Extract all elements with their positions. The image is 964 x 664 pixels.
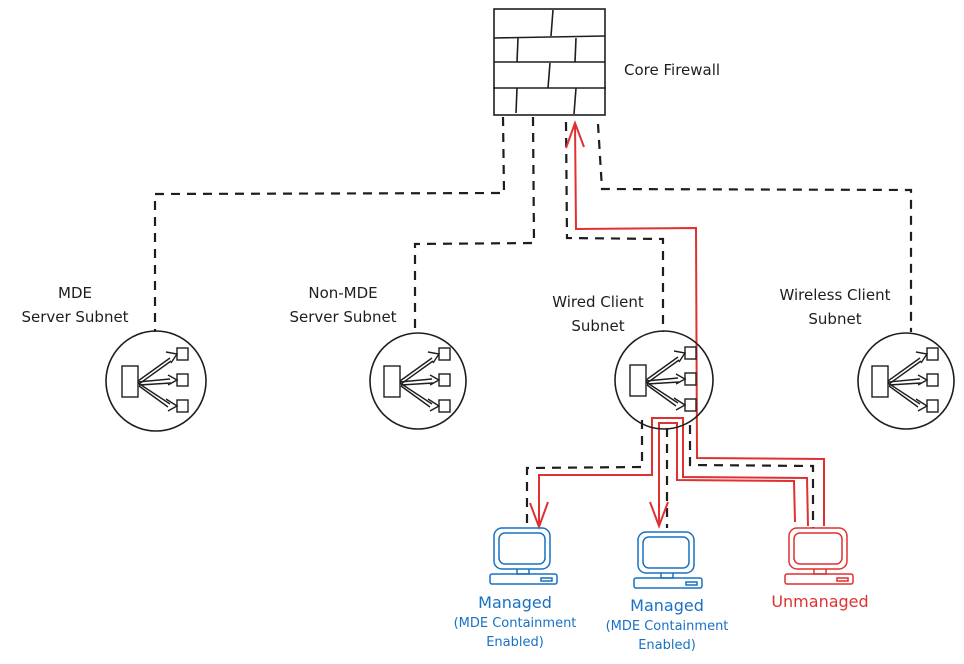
subnet-label-line: Wireless Client [779, 286, 891, 304]
subnet-label-non-mde-server: Non-MDE Server Subnet [270, 281, 416, 329]
red-path-unmanaged-to-managed-2 [658, 422, 796, 525]
subnet-label-line: Server Subnet [21, 308, 129, 326]
subnet-label-line: Non-MDE [308, 284, 378, 302]
device-label-managed-1: Managed (MDE Containment Enabled) [437, 592, 593, 652]
device-subtitle-line: Enabled) [486, 635, 544, 650]
device-label-managed-2: Managed (MDE Containment Enabled) [589, 595, 745, 655]
device-title: Unmanaged [771, 592, 869, 611]
device-subtitle-line: (MDE Containment [605, 619, 729, 634]
firewall-label: Core Firewall [624, 61, 721, 79]
device-subtitle-line: Enabled) [638, 638, 696, 653]
red-arrowhead-managed-1 [529, 501, 549, 530]
subnet-label-mde-server: MDE Server Subnet [0, 281, 150, 329]
subnet-label-line: MDE [58, 284, 92, 302]
subnet-label-wired-client: Wired Client Subnet [535, 290, 661, 338]
device-title: Managed [478, 593, 552, 612]
device-subtitle-line: (MDE Containment [453, 616, 577, 631]
computer-icon[interactable] [633, 531, 703, 589]
link-firewall-wireless-client [596, 123, 913, 332]
subnet-label-line: Server Subnet [289, 308, 397, 326]
device-label-unmanaged: Unmanaged [760, 591, 880, 613]
red-arrowhead-managed-2 [649, 501, 669, 529]
red-arrowhead-firewall [565, 120, 585, 149]
network-switch-icon[interactable] [857, 332, 955, 430]
firewall-brick-icon[interactable] [493, 8, 606, 116]
device-title: Managed [630, 596, 704, 615]
subnet-label-line: Subnet [571, 317, 625, 335]
computer-icon[interactable] [784, 527, 854, 585]
link-wired-unmanaged [688, 425, 815, 528]
network-switch-icon[interactable] [614, 330, 714, 430]
link-wired-managed-1 [525, 420, 644, 530]
subnet-label-line: Subnet [808, 310, 862, 328]
network-switch-icon[interactable] [105, 330, 207, 432]
computer-icon[interactable] [489, 527, 558, 585]
subnet-label-line: Wired Client [552, 293, 644, 311]
subnet-label-wireless-client: Wireless Client Subnet [760, 283, 910, 331]
network-switch-icon[interactable] [369, 332, 467, 430]
link-firewall-wired-client [564, 121, 665, 332]
link-firewall-mde-server [153, 116, 506, 332]
red-path-unmanaged-to-managed-1 [538, 417, 809, 527]
link-firewall-non-mde-server [413, 116, 536, 332]
